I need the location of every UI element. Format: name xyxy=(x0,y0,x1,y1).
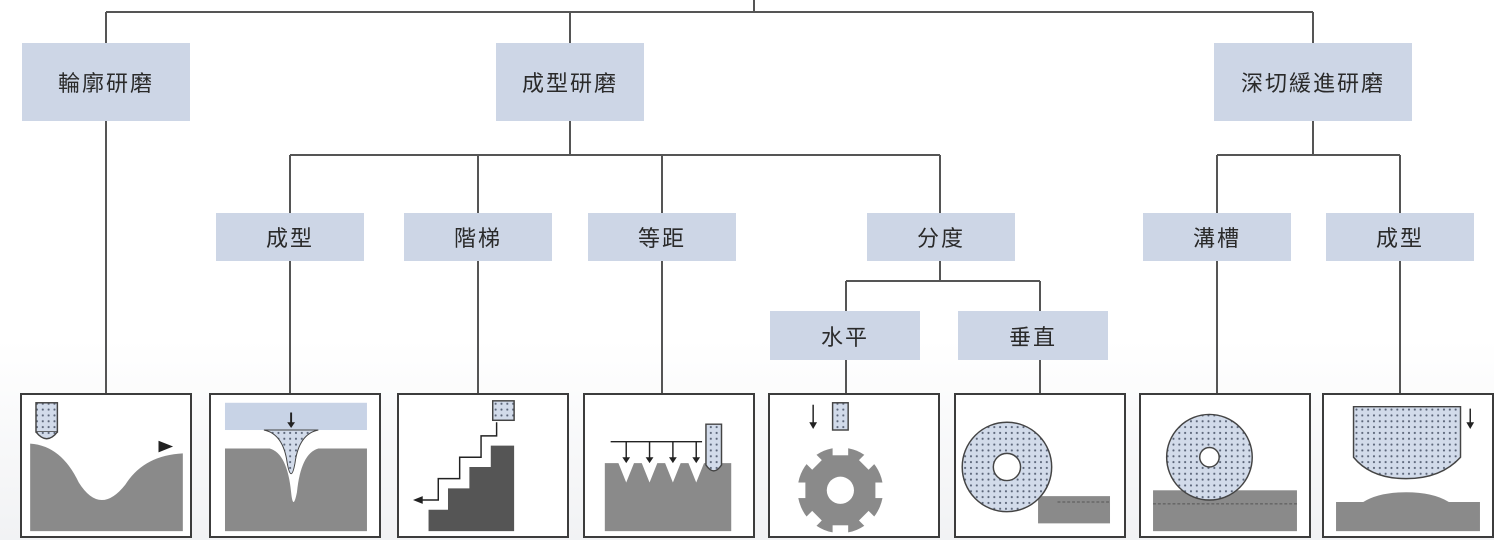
node-form-grinding: 成型研磨 xyxy=(496,43,644,121)
node-creep-feed-grinding: 深切緩進研磨 xyxy=(1214,43,1412,121)
illustration-horizontal-indexing xyxy=(768,393,940,538)
node-vertical: 垂直 xyxy=(958,311,1108,360)
node-form: 成型 xyxy=(216,213,364,261)
node-indexing: 分度 xyxy=(867,213,1015,261)
illustration-step xyxy=(397,393,569,538)
node-creep-form: 成型 xyxy=(1326,213,1474,261)
node-equal-pitch: 等距 xyxy=(588,213,736,261)
node-slot: 溝槽 xyxy=(1143,213,1291,261)
illustration-slot xyxy=(1139,393,1311,538)
illustration-form xyxy=(209,393,381,538)
illustration-creep-form xyxy=(1322,393,1494,538)
node-contour-grinding: 輪廓研磨 xyxy=(22,43,190,121)
illustration-equal-pitch xyxy=(583,393,755,538)
node-step: 階梯 xyxy=(404,213,552,261)
node-horizontal: 水平 xyxy=(770,311,920,360)
illustration-vertical-indexing xyxy=(954,393,1126,538)
illustration-contour-grinding xyxy=(20,393,192,538)
